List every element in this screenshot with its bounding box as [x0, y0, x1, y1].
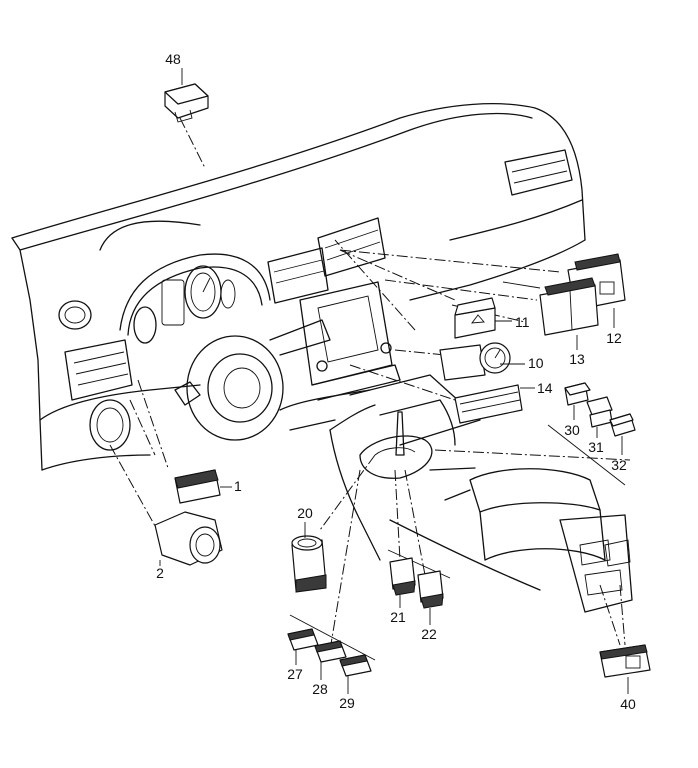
callout-20: 20 — [297, 505, 313, 521]
part-10 — [439, 342, 511, 381]
callout-48: 48 — [165, 51, 181, 67]
part-29 — [339, 654, 372, 677]
part-22 — [417, 570, 444, 609]
callout-27: 27 — [287, 666, 303, 682]
part-1 — [174, 469, 221, 504]
part-31-highlighted — [586, 396, 613, 428]
callout-labels: 48 11 12 13 10 14 30 31 32 1 2 20 21 22 … — [156, 51, 636, 712]
callout-21: 21 — [390, 609, 406, 625]
callout-28: 28 — [312, 681, 328, 697]
part-21 — [389, 557, 416, 596]
part-27 — [287, 628, 319, 651]
callout-29: 29 — [339, 695, 355, 711]
part-14 — [454, 384, 523, 424]
part-13 — [539, 277, 599, 336]
callout-13: 13 — [569, 351, 585, 367]
part-40 — [599, 644, 651, 678]
part-2 — [154, 511, 223, 566]
callout-1: 1 — [234, 478, 242, 494]
part-48 — [164, 83, 209, 123]
callout-30: 30 — [564, 422, 580, 438]
part-28 — [314, 640, 347, 663]
callout-ticks — [159, 68, 629, 694]
part-11 — [454, 297, 496, 339]
callout-31: 31 — [588, 439, 604, 455]
callout-12: 12 — [606, 330, 622, 346]
leader-lines — [109, 117, 631, 661]
part-30 — [564, 382, 591, 406]
part-20 — [291, 535, 327, 593]
dashboard-outline — [11, 103, 633, 613]
part-32 — [609, 413, 636, 437]
callout-32: 32 — [611, 457, 627, 473]
callout-11: 11 — [515, 314, 530, 330]
callout-40: 40 — [620, 696, 636, 712]
callout-10: 10 — [528, 355, 544, 371]
callout-22: 22 — [421, 626, 437, 642]
callout-14: 14 — [537, 380, 553, 396]
callout-2: 2 — [156, 565, 164, 581]
